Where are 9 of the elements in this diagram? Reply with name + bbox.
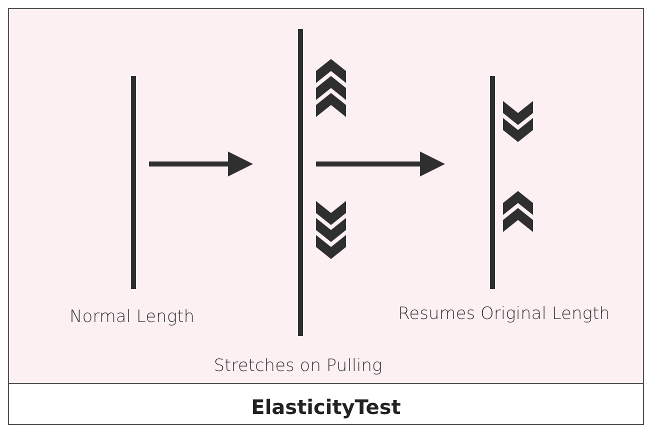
vertical-bar (490, 76, 495, 289)
diagram-title: ElasticityTest (250, 395, 402, 419)
node-caption: Stretches on Pulling (214, 356, 382, 376)
node-caption: Resumes Original Length (398, 304, 610, 324)
vertical-bar (131, 76, 136, 289)
arrow (149, 152, 253, 176)
vertical-bar (298, 29, 303, 336)
arrow (316, 152, 445, 176)
node-caption: Normal Length (70, 307, 194, 327)
